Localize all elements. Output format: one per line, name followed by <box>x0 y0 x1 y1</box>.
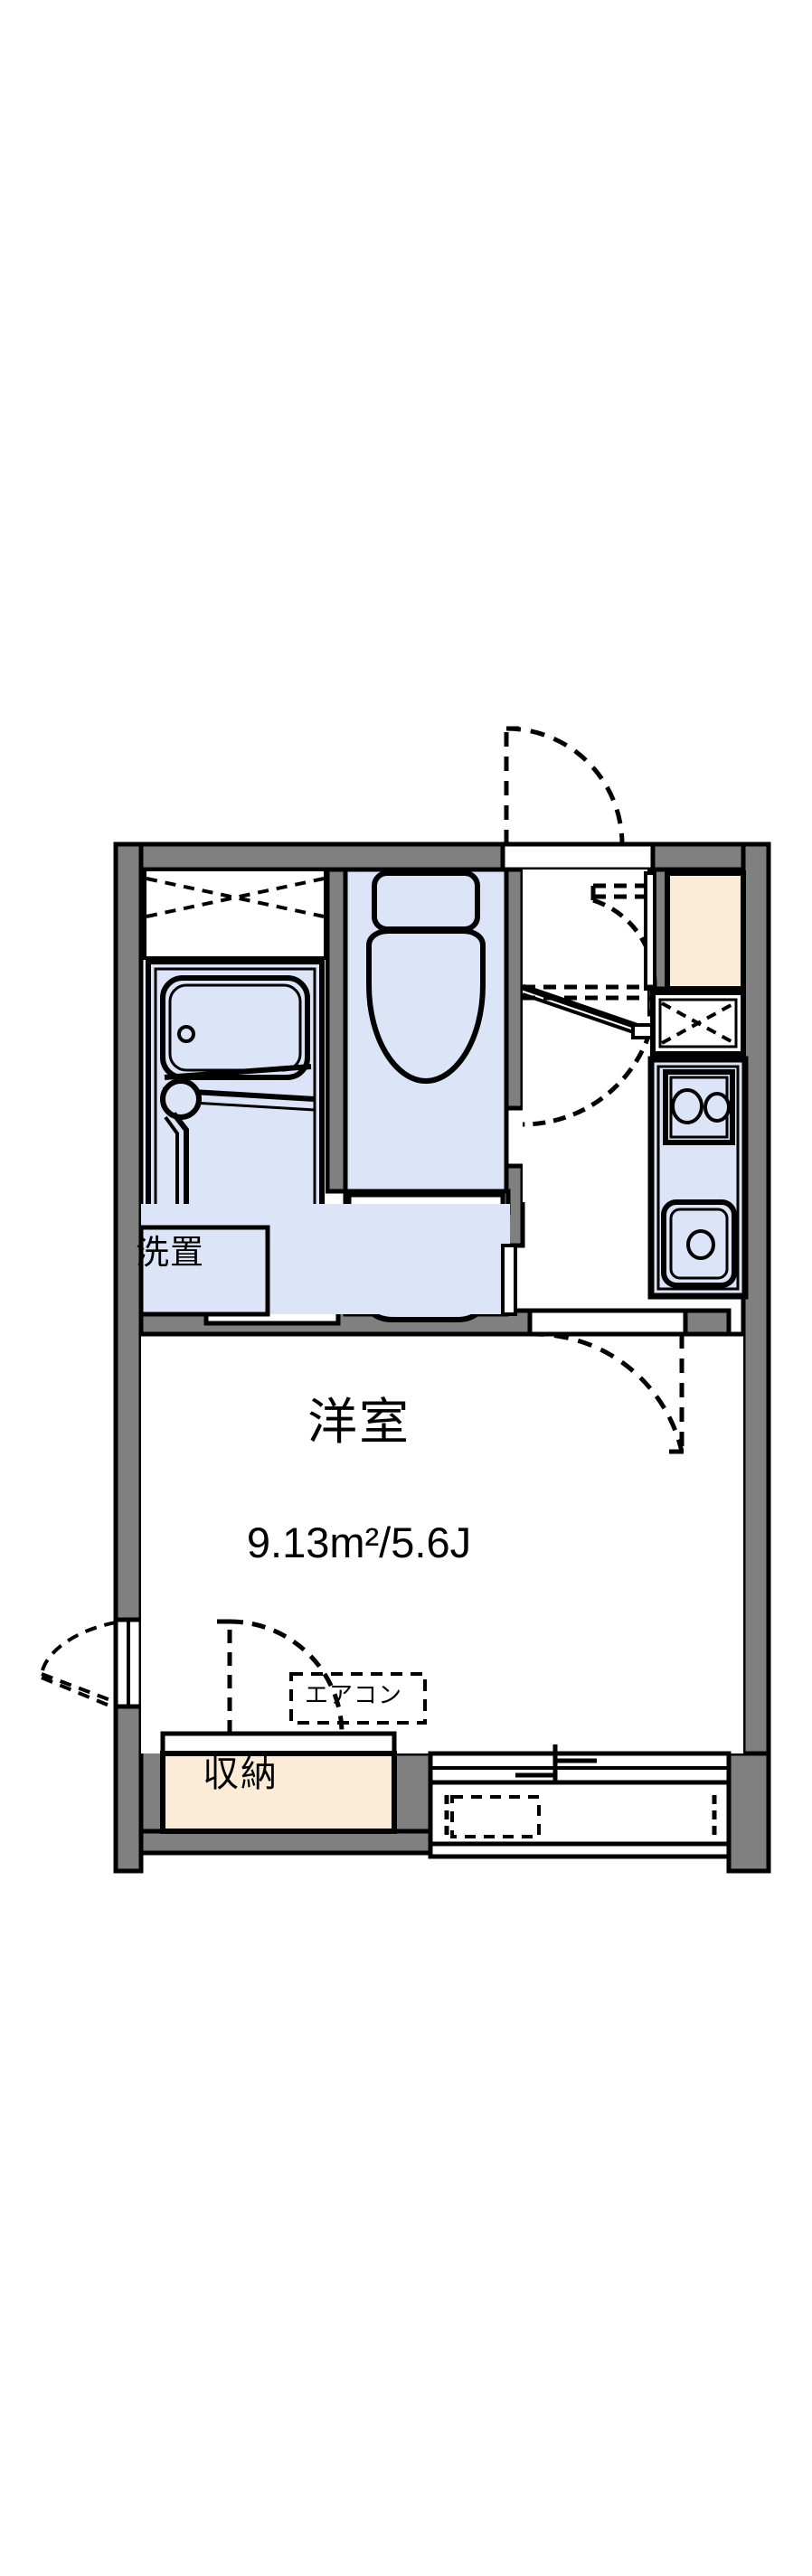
main-room-door <box>527 1308 688 1454</box>
room-name-label: 洋室 <box>307 1394 411 1450</box>
closet <box>160 1751 397 1834</box>
closet-label: 収納 <box>203 1754 279 1794</box>
entrance-door <box>500 726 656 872</box>
main-room <box>141 1331 743 1753</box>
shoe-cabinet <box>665 870 746 992</box>
gas-stove-icon <box>663 1069 735 1145</box>
kitchen-upper-cabinet <box>650 990 746 1057</box>
bath-vent-indicator <box>143 868 327 960</box>
left-window <box>40 1617 144 1710</box>
washer-space-label: 洗置 <box>136 1234 204 1271</box>
bathtub-icon <box>160 975 312 1080</box>
toilet-icon <box>366 870 486 1085</box>
shower-area-icon <box>160 1078 316 1293</box>
balcony <box>428 1744 732 1859</box>
washroom-area <box>138 1204 517 1317</box>
aircon-indicator <box>289 1672 427 1725</box>
room-area-label: 9.13m²/5.6J <box>246 1518 472 1566</box>
kitchen <box>647 990 749 1300</box>
toilet-room <box>343 867 509 1232</box>
kitchen-sliding-door <box>590 871 657 991</box>
kitchen-sink-icon <box>661 1199 737 1288</box>
aircon-label: エアコン <box>305 1681 403 1708</box>
